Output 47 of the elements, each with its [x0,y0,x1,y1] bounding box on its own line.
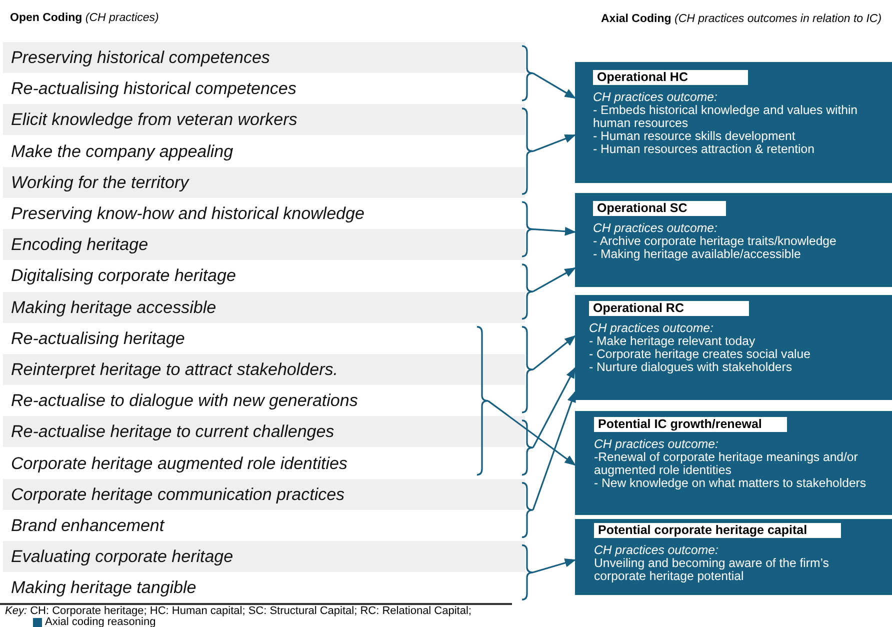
practice-row: Evaluating corporate heritage [3,541,525,572]
column-heading: Axial Coding (CH practices outcomes in relation to IC) [601,13,882,25]
bracket-arrow [521,326,576,414]
outcome-intro: CH practices outcome: [593,91,718,104]
outcome-item: - New knowledge on what matters to stakeholders [594,477,868,490]
outcome-item: - Corporate heritage creates social value [589,348,812,361]
outcome-item: - Make heritage relevant today [589,335,756,348]
bracket-arrow [521,108,576,195]
column-heading: Open Coding (CH practices) [10,12,159,24]
outcome-intro: CH practices outcome: [594,438,720,451]
bracket-arrow [521,264,576,320]
outcome-item: - Archive corporate heritage traits/knowledge [593,235,838,248]
outcome-box [575,193,892,287]
box-heading: Operational HC [593,70,748,85]
bracket-arrow [521,45,576,102]
legend-label: Axial coding reasoning [45,616,156,627]
outcome-item: - Human resource skills development [593,130,796,143]
outcome-box [575,295,892,400]
outcome-box [575,411,892,515]
outcome-item: - Making heritage available/accessible [593,248,801,261]
bracket-arrow [521,201,576,258]
bracket-arrow [521,367,576,476]
outcome-intro: CH practices outcome: [589,322,714,335]
practice-row: Corporate heritage communication practices [3,478,525,510]
outcome-item: Unveiling and becoming aware of the firm’s corporate heritage potential [594,557,830,583]
practice-row: Reinterpret heritage to attract stakeholders. [3,354,525,385]
box-heading: Potential IC growth/renewal [594,417,787,432]
bracket-arrow [521,390,576,538]
practice-row: Working for the territory [3,166,525,198]
outcome-item: -Renewal of corporate heritage meanings and/or augmented role identities [594,451,859,477]
box-heading: Operational RC [589,301,749,316]
practice-row: Preserving historical competences [3,42,525,73]
outcome-item: - Human resources attraction & retention [593,143,816,156]
outcome-box [575,519,892,595]
outcome-item: - Nurture dialogues with stakeholders [589,361,794,374]
outcome-item: - Embeds historical knowledge and values within human resources [593,104,859,130]
practice-row: Encoding heritage [3,229,525,260]
bracket-arrow [521,544,576,600]
bracket-arrow [476,326,576,476]
practice-row: Making heritage accessible [3,292,525,323]
outcome-intro: CH practices outcome: [594,544,720,557]
outcome-intro: CH practices outcome: [593,222,718,235]
box-heading: Potential corporate heritage capital [594,523,841,538]
outcome-box [575,62,892,183]
box-heading: Operational SC [593,201,726,216]
practice-row: Re-actualise heritage to current challenges [3,416,525,448]
practice-row: Elicit knowledge from veteran workers [3,104,525,136]
